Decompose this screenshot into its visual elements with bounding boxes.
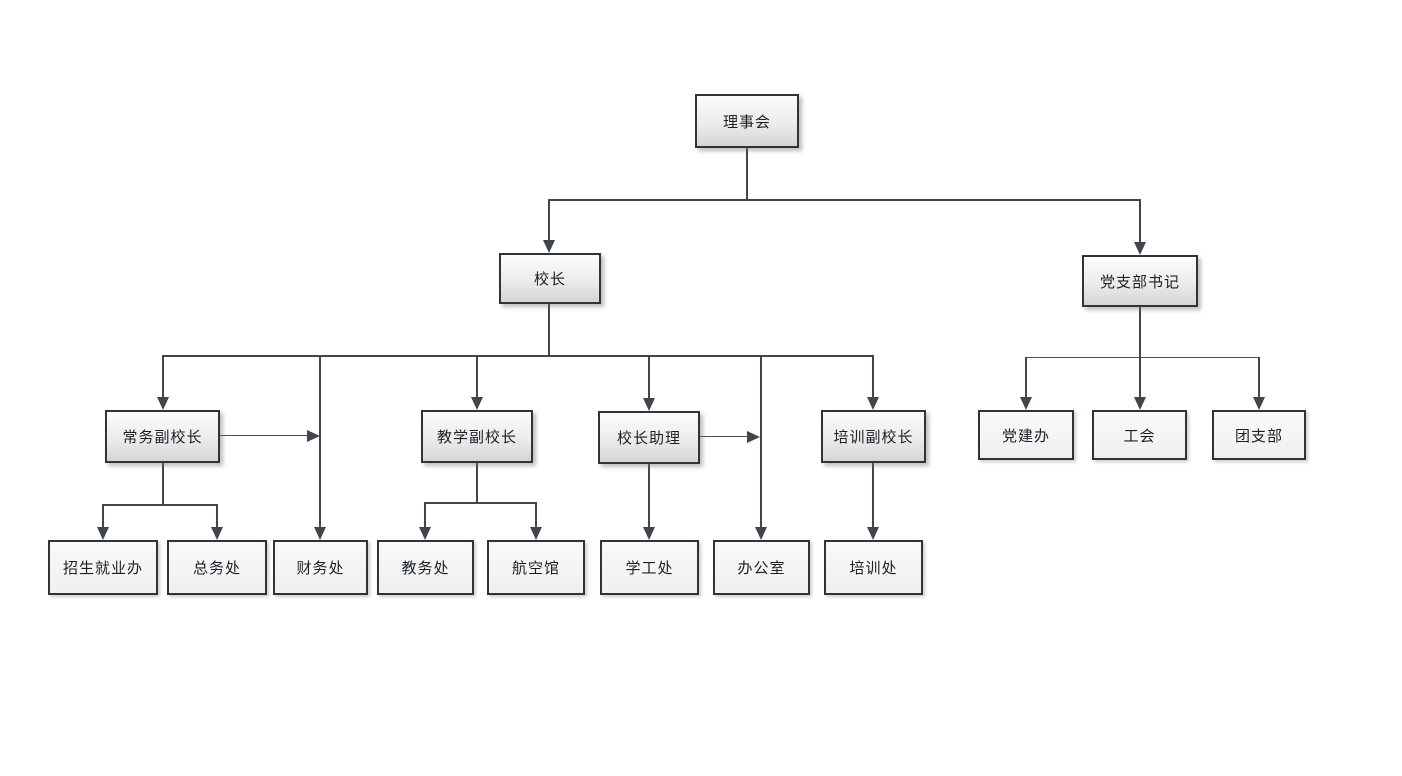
node-youth-league-branch: 团支部: [1212, 410, 1306, 460]
connector-teachingvice-down: [476, 463, 478, 503]
arrowhead-finance: [314, 527, 326, 540]
arrowhead-assistant: [643, 398, 655, 411]
arrowhead-training-vice: [867, 397, 879, 410]
connector-board-trunk: [548, 199, 1141, 201]
arrowhead-party-secretary: [1134, 242, 1146, 255]
node-training-vice-principal: 培训副校长: [821, 410, 926, 463]
connector-drop-principal: [548, 199, 550, 240]
connector-principal-down: [548, 304, 550, 357]
arrowhead-training-office: [867, 527, 879, 540]
connector-drop-aviation: [535, 502, 537, 527]
connector-drop-training-vice: [872, 355, 874, 397]
arrowhead-exec-vice: [157, 397, 169, 410]
node-training-office: 培训处: [824, 540, 923, 595]
connector-party-down: [1139, 307, 1141, 358]
arrowhead-admissions: [97, 527, 109, 540]
connector-execvice-down: [162, 463, 164, 505]
node-finance-office: 财务处: [273, 540, 368, 595]
arrowhead-youth-league: [1253, 397, 1265, 410]
node-board: 理事会: [695, 94, 799, 148]
connector-drop-exec-vice: [162, 355, 164, 397]
arrowhead-student-affairs: [643, 527, 655, 540]
connector-trainingvice-down: [872, 463, 874, 527]
arrowhead-principal: [543, 240, 555, 253]
connector-teachingvice-fork: [424, 502, 537, 504]
node-aviation-hall: 航空馆: [487, 540, 585, 595]
connector-party-trunk: [1025, 357, 1260, 358]
connector-drop-labor-union: [1139, 357, 1141, 397]
connector-drop-youth-league: [1258, 357, 1260, 397]
connector-drop-teaching-vice: [476, 355, 478, 397]
connector-assistant-down: [648, 464, 650, 527]
arrowhead-teaching-vice: [471, 397, 483, 410]
connector-drop-party-building: [1025, 357, 1027, 397]
connector-execvice-fork: [102, 504, 218, 506]
node-exec-vice-principal: 常务副校长: [105, 410, 220, 463]
arrowhead-aviation: [530, 527, 542, 540]
connector-drop-assistant: [648, 355, 650, 398]
arrowhead-assistant-to-office: [747, 431, 760, 443]
node-labor-union: 工会: [1092, 410, 1187, 460]
node-teaching-vice-principal: 教学副校长: [421, 410, 533, 463]
connector-assistant-to-office: [700, 436, 747, 437]
connector-drop-academic: [424, 502, 426, 527]
node-general-office: 办公室: [713, 540, 810, 595]
connector-execvice-to-finance: [220, 435, 307, 436]
arrowhead-general-affairs: [211, 527, 223, 540]
connector-drop-finance: [319, 355, 321, 527]
node-academic-affairs-office: 教务处: [377, 540, 474, 595]
connector-drop-admissions: [102, 504, 104, 527]
arrowhead-academic: [419, 527, 431, 540]
connector-drop-general-office: [760, 355, 762, 527]
node-party-building-office: 党建办: [978, 410, 1074, 460]
arrowhead-labor-union: [1134, 397, 1146, 410]
connector-principal-trunk: [162, 355, 874, 357]
node-principal-assistant: 校长助理: [598, 411, 700, 464]
node-principal: 校长: [499, 253, 601, 304]
connector-board-down: [746, 148, 748, 200]
arrowhead-execvice-to-finance: [307, 430, 320, 442]
node-student-affairs-office: 学工处: [600, 540, 699, 595]
node-admissions-employment-office: 招生就业办: [48, 540, 158, 595]
node-party-secretary: 党支部书记: [1082, 255, 1198, 307]
connector-drop-general-affairs: [216, 504, 218, 527]
arrowhead-party-building: [1020, 397, 1032, 410]
node-general-affairs-office: 总务处: [167, 540, 267, 595]
arrowhead-general-office: [755, 527, 767, 540]
connector-drop-party-secretary: [1139, 199, 1141, 242]
